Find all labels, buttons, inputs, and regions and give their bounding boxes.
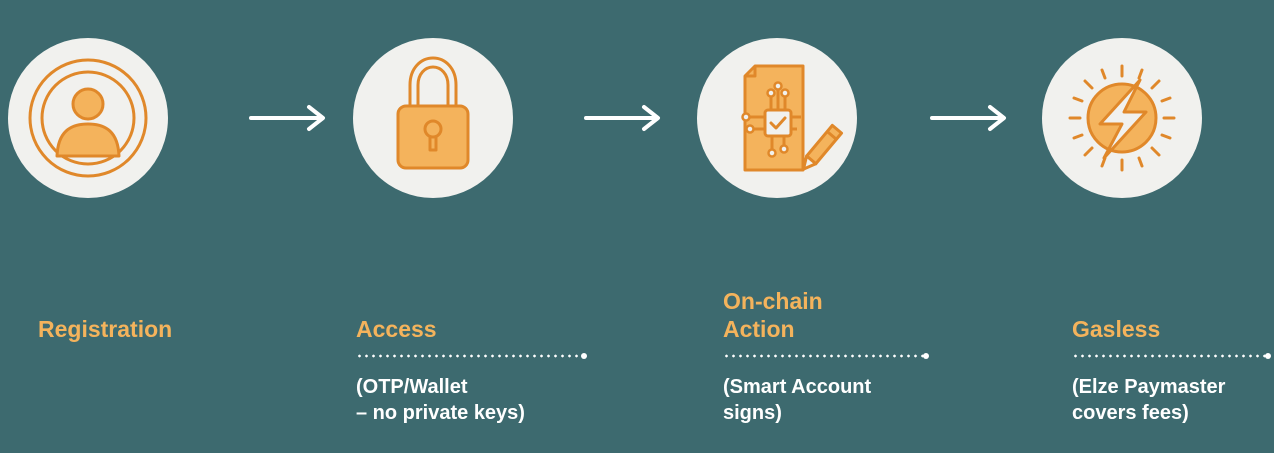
step-desc-gasless: (Elze Paymaster covers fees) [1072,376,1226,424]
step-title-access: Access [356,316,437,342]
padlock-icon [396,56,470,170]
step-title-registration: Registration [38,316,173,342]
step-desc-access: (OTP/Wallet – no private keys) [356,376,525,424]
access-icon-circle [353,38,513,198]
arrow-right-2 [580,103,670,133]
smart-contract-chip-icon [741,64,844,172]
step-desc-on-chain-action: (Smart Account signs) [723,376,872,424]
step-title-on-chain-action: On-chain Action [723,288,823,342]
dotted-divider [723,353,929,359]
dotted-divider [356,353,587,359]
dotted-divider [1072,353,1271,359]
arrow-right-3 [926,103,1016,133]
lightning-sun-icon [1068,64,1176,172]
gasless-icon-circle [1042,38,1202,198]
registration-icon-circle [8,38,168,198]
step-title-gasless: Gasless [1072,316,1161,342]
user-profile-icon [28,58,148,178]
on-chain-action-icon-circle [697,38,857,198]
arrow-right-1 [245,103,335,133]
